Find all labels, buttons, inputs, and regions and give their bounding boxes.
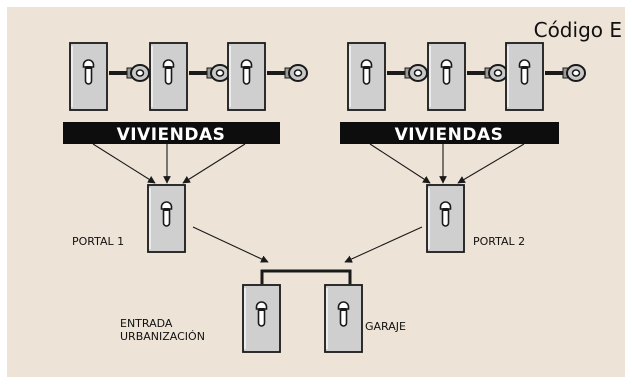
locks-layer xyxy=(69,42,586,353)
lock-slot xyxy=(85,66,92,69)
lock-cylinder-icon xyxy=(255,301,268,327)
lock-cylinder-icon xyxy=(240,59,253,85)
garaje-lock xyxy=(324,284,363,353)
lock-slot xyxy=(165,66,172,69)
vivienda-lock-right-3 xyxy=(505,42,544,111)
key-blade xyxy=(387,71,407,75)
portal-2-lock xyxy=(426,184,465,253)
arrow-portal2-to-common xyxy=(344,226,423,263)
arrow-left-3 xyxy=(182,143,246,184)
viviendas-banner-left xyxy=(63,122,280,144)
lock-slot xyxy=(258,308,265,311)
lock-slot xyxy=(442,208,449,211)
lock-body xyxy=(147,184,186,253)
lock-body xyxy=(426,184,465,253)
vivienda-lock-right-2 xyxy=(427,42,466,111)
key-blade xyxy=(267,71,287,75)
viviendas-label-right: VIVIENDAS xyxy=(395,125,504,145)
garaje-label: GARAJE xyxy=(365,320,406,333)
lock-cylinder-icon xyxy=(518,59,531,85)
key-icon xyxy=(109,64,150,82)
lock-cylinder-icon xyxy=(162,59,175,85)
viviendas-label-left: VIVIENDAS xyxy=(117,125,226,145)
lock-cylinder-icon xyxy=(337,301,350,327)
lock-cylinder-icon xyxy=(160,201,173,227)
vivienda-lock-left-1 xyxy=(69,42,108,111)
key-blade xyxy=(467,71,487,75)
key-blade xyxy=(189,71,209,75)
lock-cylinder-icon xyxy=(360,59,373,85)
lock-slot xyxy=(521,66,528,69)
portal-1-lock xyxy=(147,184,186,253)
key-blade xyxy=(109,71,129,75)
vivienda-lock-left-2 xyxy=(149,42,188,111)
lock-slot xyxy=(340,308,347,311)
code-title: Código E xyxy=(534,18,622,42)
key-icon xyxy=(387,64,428,82)
vivienda-lock-right-1 xyxy=(347,42,386,111)
lock-slot xyxy=(163,208,170,211)
entrada-label-line-2: URBANIZACIÓN xyxy=(120,330,205,343)
arrow-right-3 xyxy=(457,143,525,184)
arrow-portal1-to-common xyxy=(192,226,269,263)
viviendas-banner-right xyxy=(340,122,559,144)
portal-1-label: PORTAL 1 xyxy=(72,235,124,248)
lock-cylinder-icon xyxy=(82,59,95,85)
key-icon xyxy=(189,64,230,82)
key-hole xyxy=(413,69,423,77)
lock-cylinder-icon xyxy=(440,59,453,85)
key-hole xyxy=(135,69,145,77)
key-blade xyxy=(545,71,565,75)
entrada-label-line-1: ENTRADA xyxy=(120,317,173,330)
vivienda-lock-left-3 xyxy=(227,42,266,111)
lock-slot xyxy=(243,66,250,69)
arrow-left-1 xyxy=(92,143,156,184)
lock-slot xyxy=(443,66,450,69)
key-icon xyxy=(267,64,308,82)
common-bracket xyxy=(260,269,352,284)
key-hole xyxy=(215,69,225,77)
arrow-right-1 xyxy=(369,143,431,184)
lock-cylinder-icon xyxy=(439,201,452,227)
lock-slot xyxy=(363,66,370,69)
portal-2-label: PORTAL 2 xyxy=(473,235,525,248)
key-hole xyxy=(571,69,581,77)
key-icon xyxy=(545,64,586,82)
entrada-urbanizacion-lock xyxy=(242,284,281,353)
key-hole xyxy=(293,69,303,77)
lock-body xyxy=(324,284,363,353)
key-hole xyxy=(493,69,503,77)
